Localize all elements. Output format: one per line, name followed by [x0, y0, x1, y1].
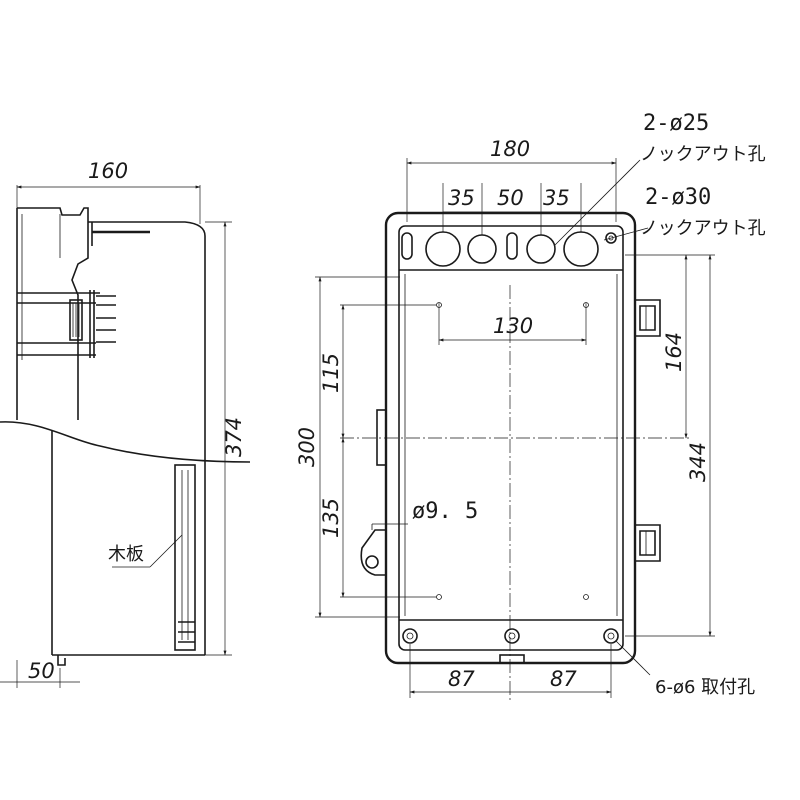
mount-holes-label: 6-ø6 取付孔	[655, 677, 755, 698]
hole-spacing-label: 130	[493, 314, 533, 338]
knockout-30-count: 2-ø30	[645, 185, 711, 210]
right-total-label: 344	[686, 442, 710, 482]
side-view	[0, 185, 251, 688]
lower-offset-label: 135	[319, 498, 343, 538]
side-bottom-offset-label: 50	[28, 659, 55, 683]
knockout-30-label: ノックアウト孔	[640, 218, 766, 239]
hang-hole	[365, 555, 379, 569]
bottom-left-label: 87	[448, 667, 475, 691]
knockout-spacing-1-label: 35	[448, 186, 475, 210]
outer-width-label: 180	[490, 137, 530, 161]
knockout-25-left	[467, 234, 497, 264]
hang-hole-label: ø9. 5	[412, 499, 478, 524]
front-view	[315, 158, 715, 700]
bottom-right-label: 87	[550, 667, 577, 691]
knockout-25-label: ノックアウト孔	[640, 144, 766, 165]
right-upper-label: 164	[662, 332, 686, 372]
knockout-25-right	[526, 234, 556, 264]
knockout-30-left	[425, 231, 461, 267]
knockout-25-count: 2-ø25	[643, 111, 709, 136]
knockout-30-right	[563, 231, 599, 267]
knockout-spacing-3-label: 35	[543, 186, 570, 210]
upper-offset-label: 115	[319, 353, 343, 393]
side-width-label: 160	[88, 159, 128, 183]
side-height-label: 374	[222, 417, 246, 457]
knockout-spacing-2-label: 50	[497, 186, 524, 210]
mount-height-label: 300	[295, 427, 319, 467]
wood-board-label: 木板	[108, 544, 144, 565]
